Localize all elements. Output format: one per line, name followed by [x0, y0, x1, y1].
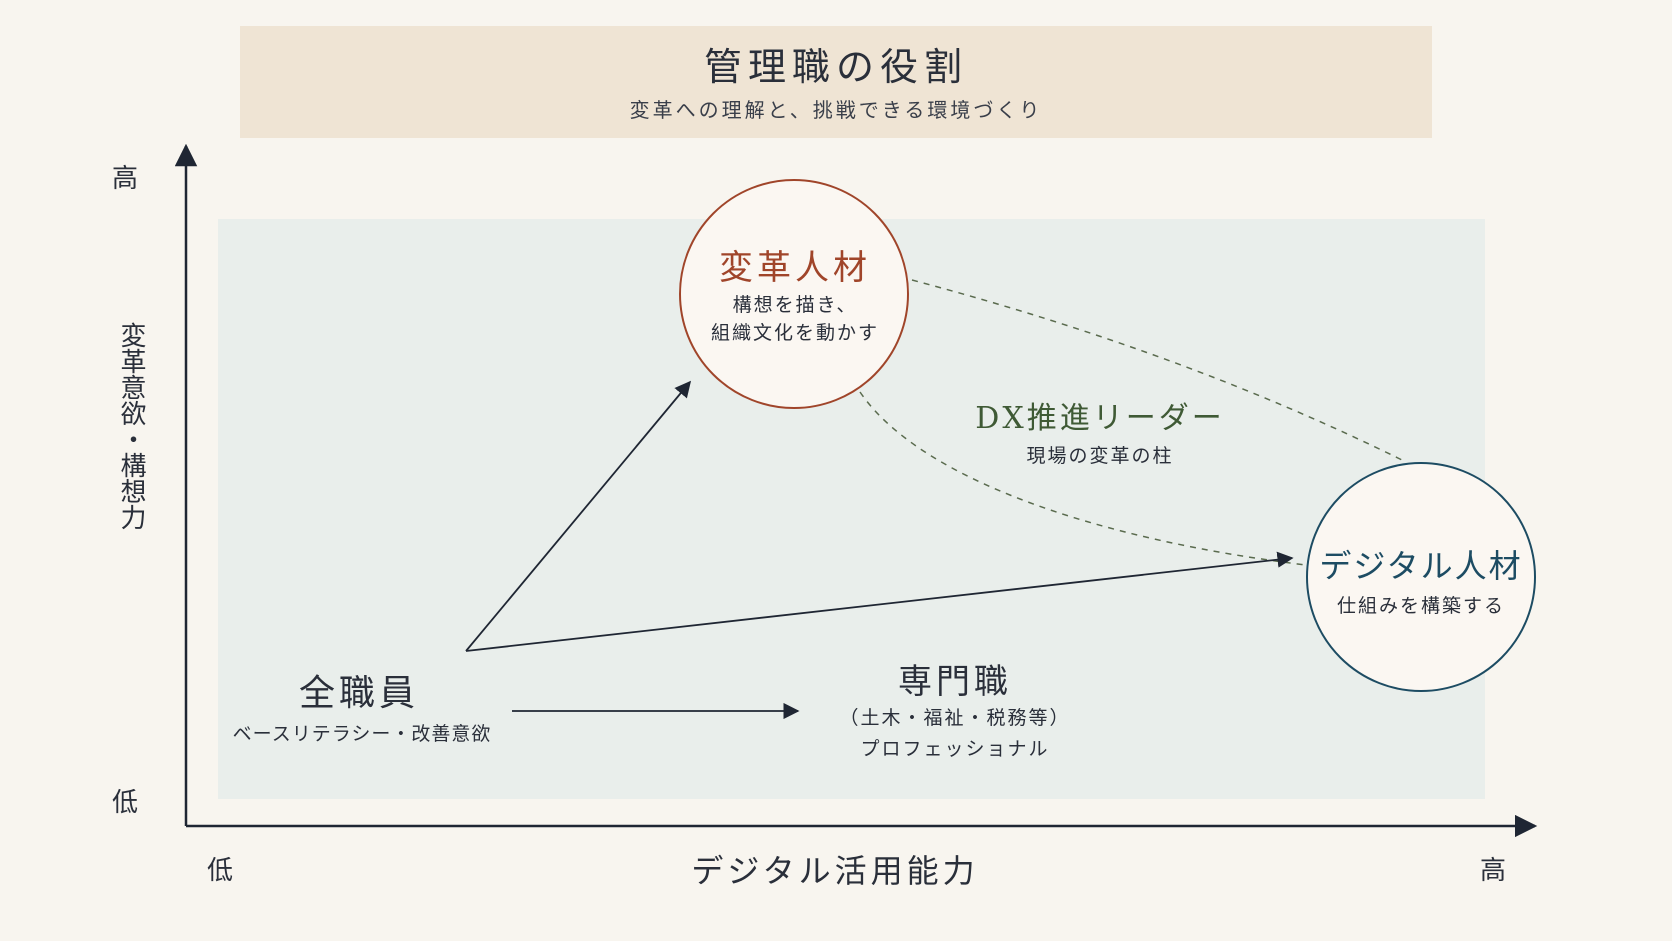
digital-circle: [1306, 462, 1536, 692]
henkaku-node-title: 変革人材: [719, 248, 871, 288]
all-staff-title: 全職員: [298, 673, 419, 714]
y-axis-low-label: 低: [112, 788, 139, 818]
dashed-link-lower: [859, 391, 1307, 566]
professional-desc-2: プロフェッショナル: [860, 738, 1050, 760]
digital-node-title: デジタル人材: [1319, 547, 1523, 585]
henkaku-circle: [679, 179, 909, 409]
x-axis-high-label: 高: [1480, 856, 1507, 886]
diagram-title: 管理職の役割: [703, 45, 968, 89]
diagram-subtitle: 変革への理解と、挑戦できる環境づくり: [629, 98, 1043, 122]
professional-desc-1: （土木・福祉・税務等）: [839, 707, 1071, 729]
y-axis-title: 変革意欲・構想力: [116, 322, 146, 530]
arrow-to-henkaku: [465, 380, 692, 652]
arrow-to-digital: [465, 551, 1294, 652]
dx-leader-desc: 現場の変革の柱: [1026, 445, 1174, 467]
henkaku-node-desc-1: 構想を描き、: [732, 294, 858, 316]
y-axis-high-label: 高: [112, 164, 139, 194]
digital-node-desc: 仕組みを構築する: [1336, 595, 1505, 617]
header-band: 管理職の役割 変革への理解と、挑戦できる環境づくり: [240, 26, 1432, 138]
x-axis-low-label: 低: [207, 856, 234, 886]
dx-leader-title: DX推進リーダー: [975, 401, 1225, 436]
x-axis-title: デジタル活用能力: [691, 852, 979, 890]
professional-title: 専門職: [898, 662, 1012, 702]
all-staff-desc: ベースリテラシー・改善意欲: [232, 723, 492, 745]
dashed-link-upper: [911, 279, 1403, 461]
henkaku-node-desc-2: 組織文化を動かす: [710, 322, 879, 344]
